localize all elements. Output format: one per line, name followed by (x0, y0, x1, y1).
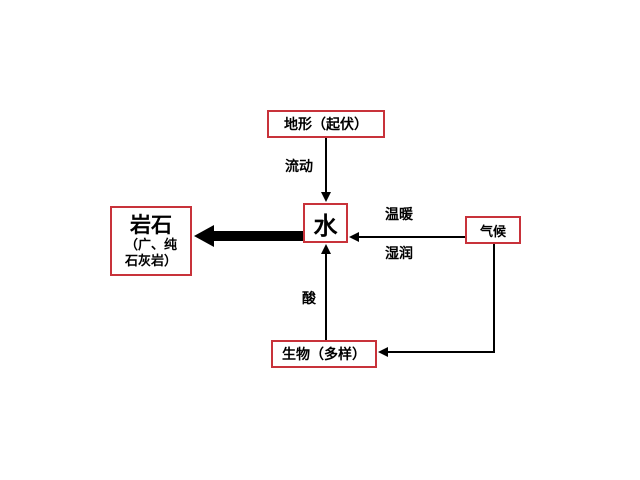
node-water-label: 水 (313, 211, 338, 240)
node-rock-detail-line2: 石灰岩） (124, 254, 177, 269)
edge-label-acid: 酸 (302, 291, 316, 307)
node-terrain-label: 地形（起伏） (284, 117, 368, 133)
node-climate-label: 气候 (479, 224, 506, 240)
node-rock-detail-line1: （广、纯 (124, 238, 177, 253)
node-rock-title: 岩石 (130, 213, 172, 237)
node-terrain: 地形（起伏） (267, 110, 385, 138)
node-climate: 气候 (465, 216, 521, 244)
edge-label-flow: 流动 (285, 159, 313, 175)
node-biology-label: 生物（多样） (282, 347, 366, 363)
node-biology: 生物（多样） (271, 340, 377, 368)
thick-arrow-water-to-rock-head (194, 225, 214, 247)
edge-label-moist: 湿润 (385, 246, 413, 262)
arrow-climate-to-biology (378, 244, 495, 357)
node-water: 水 (303, 203, 348, 243)
edge-label-warm: 温暖 (385, 207, 413, 223)
node-rock: 岩石 （广、纯 石灰岩） (110, 206, 192, 276)
